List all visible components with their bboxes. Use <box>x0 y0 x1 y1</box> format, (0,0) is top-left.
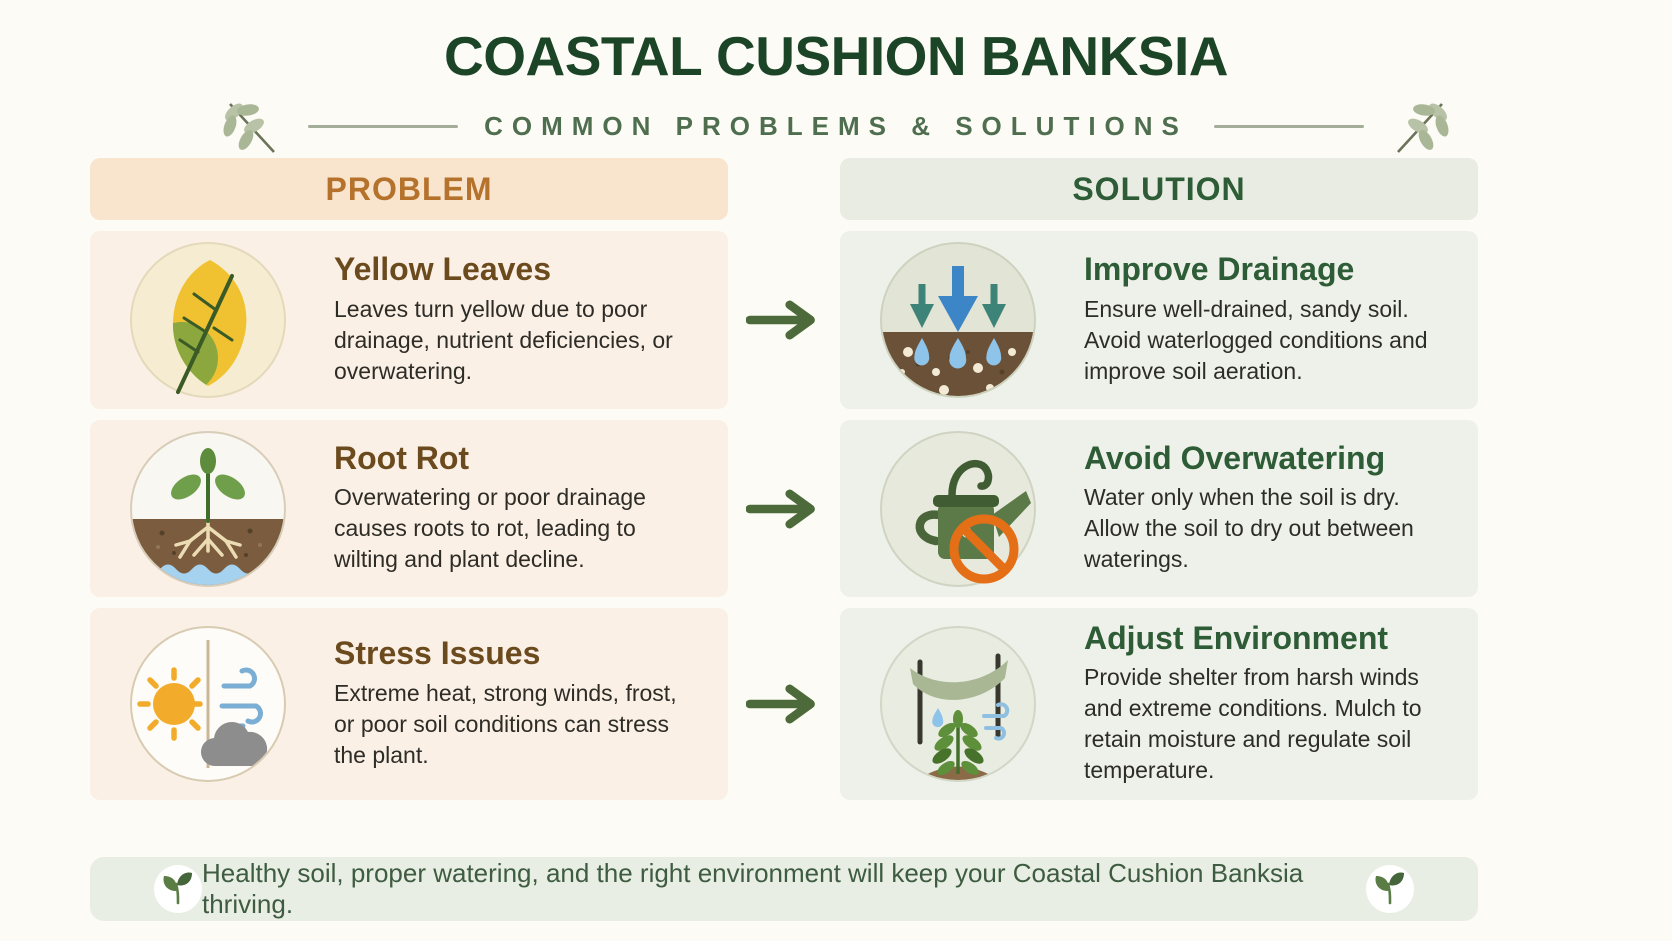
footer-banner: Healthy soil, proper watering, and the r… <box>90 857 1478 921</box>
drainage-icon <box>880 242 1036 398</box>
solution-title: Avoid Overwatering <box>1084 439 1386 476</box>
solution-title: Adjust Environment <box>1084 619 1389 656</box>
divider-line <box>308 124 459 128</box>
sprout-icon <box>154 865 202 913</box>
root-rot-icon <box>130 430 286 587</box>
right-arrow-icon <box>746 300 815 340</box>
weather-stress-icon <box>130 626 286 782</box>
solution-description: Provide shelter from harsh winds and ext… <box>1084 664 1422 784</box>
solution-column-header: SOLUTION <box>840 158 1478 220</box>
solution-card-avoid-overwatering: Avoid Overwatering Water only when the s… <box>840 420 1478 597</box>
arrow-cell <box>728 420 840 597</box>
arrow-cell <box>728 608 840 800</box>
problem-description: Extreme heat, strong winds, frost, or po… <box>334 679 677 768</box>
problem-title: Root Rot <box>334 439 470 476</box>
problem-description: Leaves turn yellow due to poor drainage,… <box>334 295 673 384</box>
yellow-leaf-icon <box>130 242 286 398</box>
problem-description: Overwatering or poor drainage causes roo… <box>334 484 646 573</box>
problem-title: Yellow Leaves <box>334 251 552 288</box>
shelter-icon <box>880 626 1036 782</box>
problem-column-header: PROBLEM <box>90 158 728 220</box>
page-title: COASTAL CUSHION BANKSIA <box>444 25 1229 87</box>
solution-description: Ensure well-drained, sandy soil. Avoid w… <box>1084 295 1428 384</box>
header-gutter <box>728 158 840 220</box>
no-overwatering-icon <box>880 430 1036 587</box>
solution-description: Water only when the soil is dry. Allow t… <box>1084 484 1414 573</box>
solution-card-improve-drainage: Improve Drainage Ensure well-drained, sa… <box>840 231 1478 409</box>
sprout-icon <box>1366 865 1414 913</box>
right-arrow-icon <box>746 684 815 724</box>
problem-solution-table: PROBLEM SOLUTION Yellow Leaves Lea <box>90 158 1478 800</box>
leaf-sprig-icon <box>1396 103 1449 153</box>
arrow-cell <box>728 231 840 409</box>
divider-line <box>1213 124 1364 128</box>
problem-card-yellow-leaves: Yellow Leaves Leaves turn yellow due to … <box>90 231 728 409</box>
solution-title: Improve Drainage <box>1084 251 1355 288</box>
problem-card-root-rot: Root Rot Overwatering or poor drainage c… <box>90 420 728 597</box>
footer-text: Healthy soil, proper watering, and the r… <box>202 858 1304 919</box>
solution-card-adjust-environment: Adjust Environment Provide shelter from … <box>840 608 1478 800</box>
subtitle-row: COMMON PROBLEMS & SOLUTIONS <box>0 94 1672 158</box>
page-subtitle: COMMON PROBLEMS & SOLUTIONS <box>484 110 1188 141</box>
problem-card-stress-issues: Stress Issues Extreme heat, strong winds… <box>90 608 728 800</box>
problem-title: Stress Issues <box>334 635 541 672</box>
right-arrow-icon <box>746 489 815 528</box>
leaf-sprig-icon <box>223 103 276 153</box>
